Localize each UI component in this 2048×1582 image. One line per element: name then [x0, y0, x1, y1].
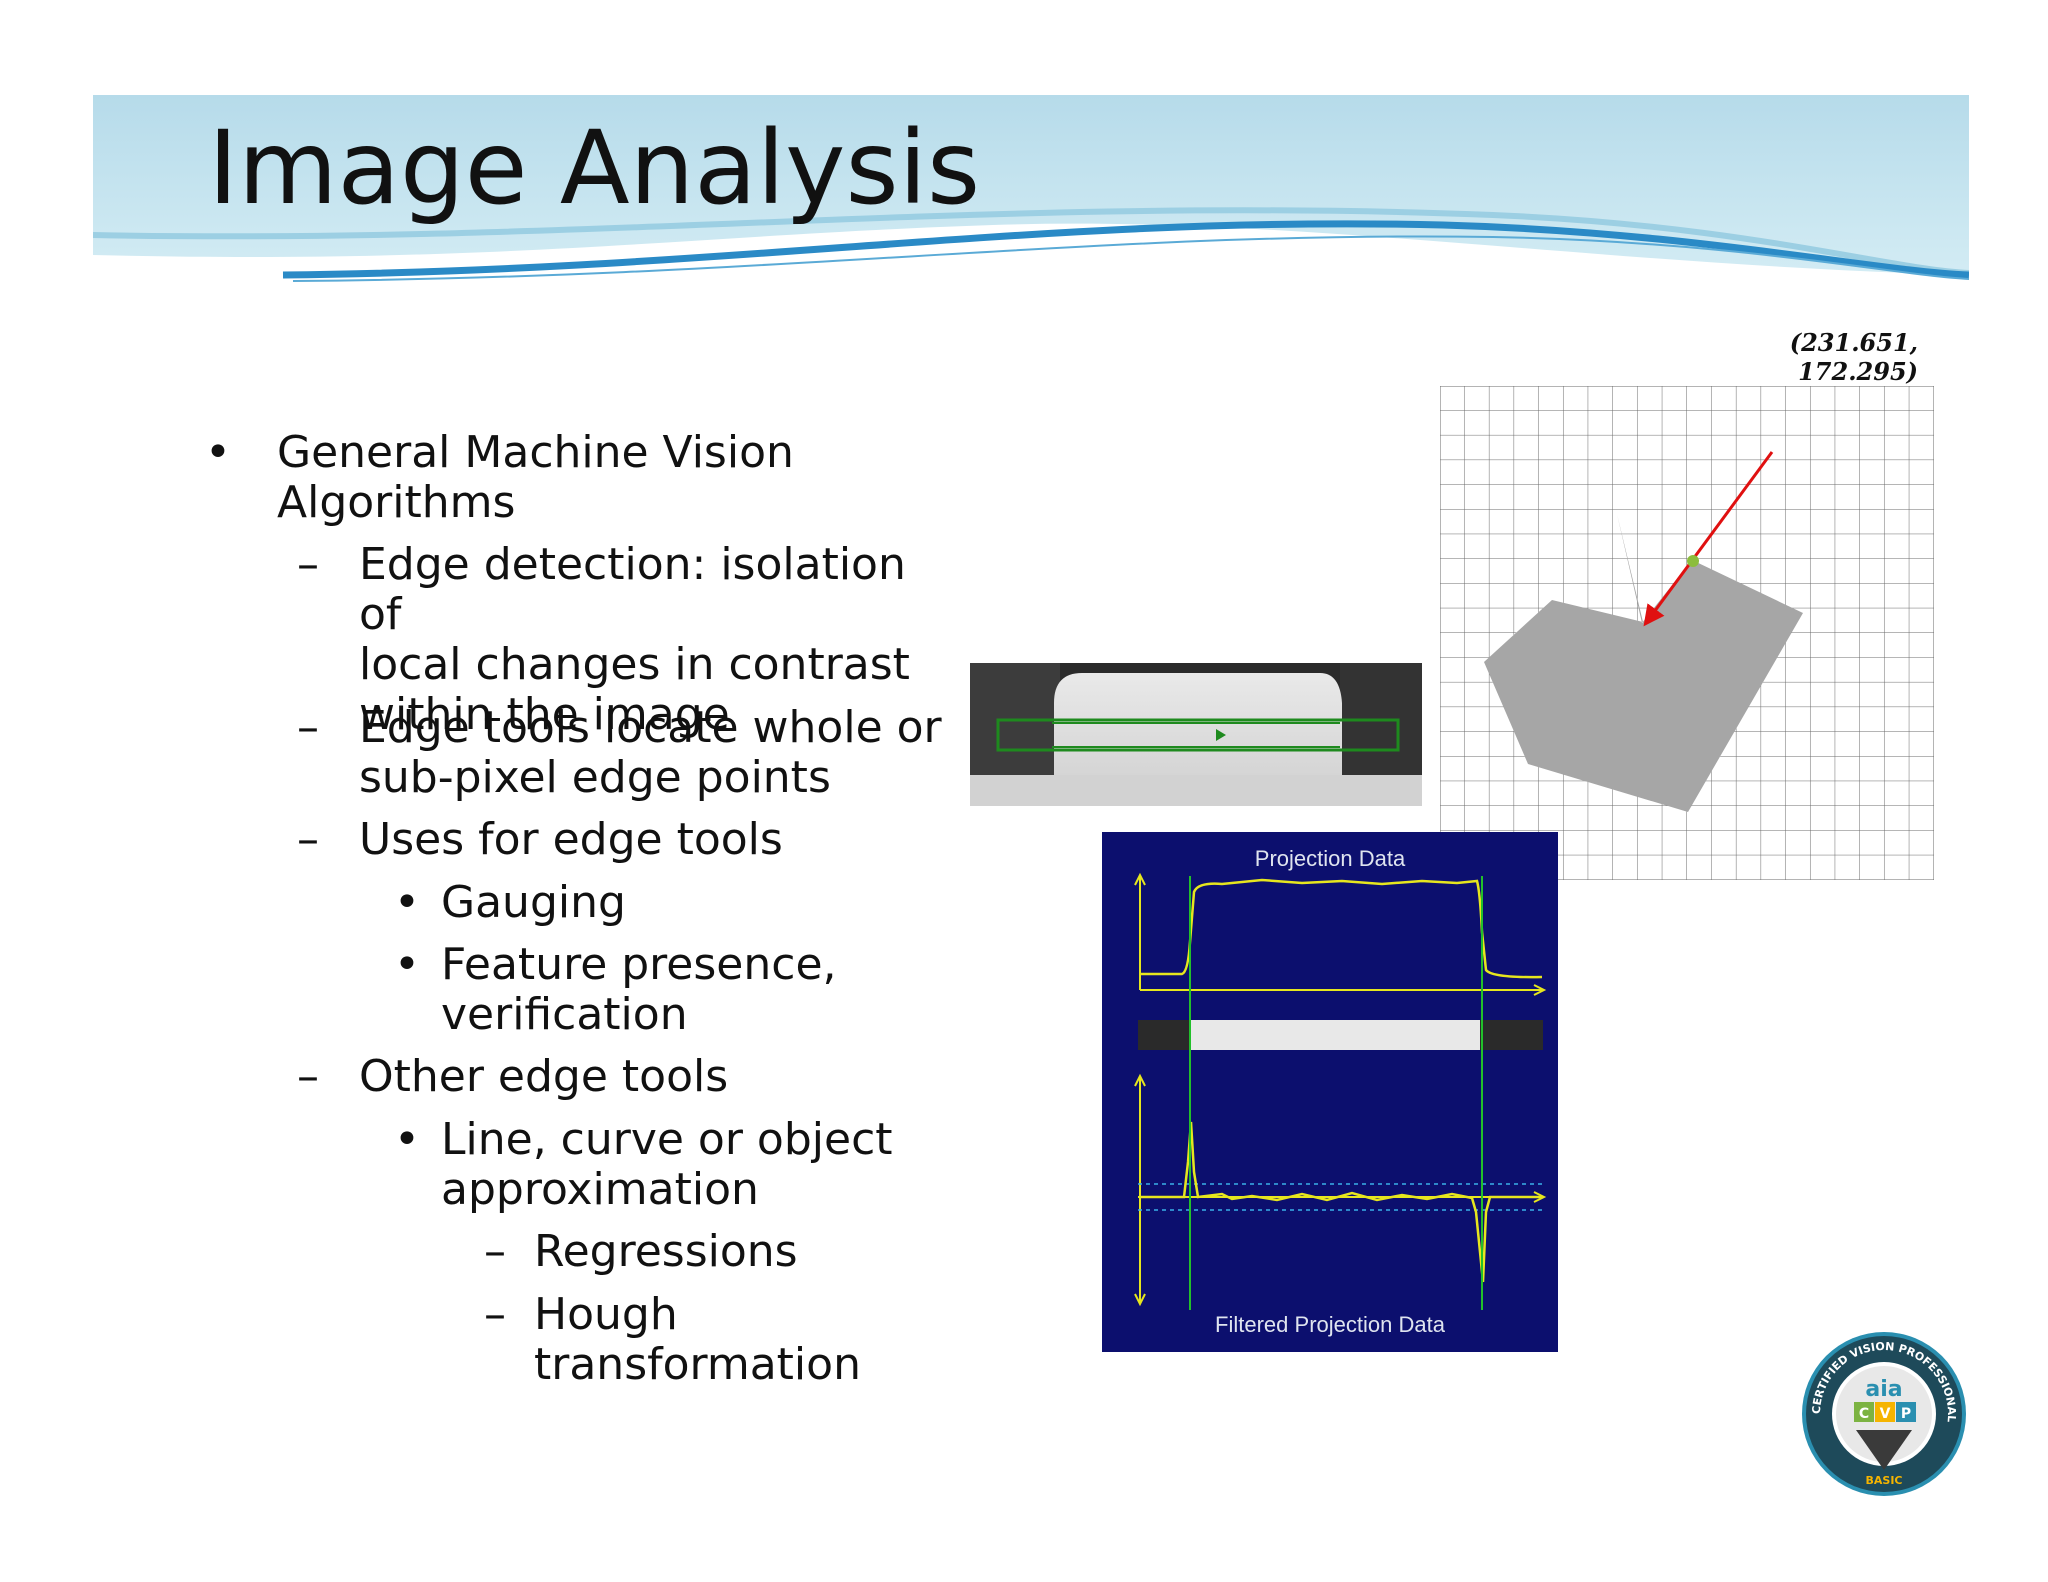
- gray-polygon: [1484, 514, 1803, 812]
- bullet-marker: •: [394, 939, 420, 990]
- header-wave: [93, 207, 1969, 276]
- dash-marker: –: [297, 814, 319, 865]
- bullet-marker: •: [394, 1114, 420, 1165]
- projection-panel: Projection Data Filtered Projection Data: [1102, 832, 1558, 1352]
- bullet-l3-line-curve: Line, curve or object approximation: [441, 1114, 893, 1215]
- edge-tool-direction-icon: [1216, 729, 1226, 741]
- grid-polygon-figure: [1440, 386, 1934, 880]
- filtered-projection-title: Filtered Projection Data: [1215, 1312, 1445, 1337]
- bullet-l2-edge-tools: Edge tools locate whole or sub-pixel edg…: [359, 702, 942, 803]
- dash-marker: –: [297, 1051, 319, 1102]
- bullet-l3-gauging: Gauging: [441, 877, 626, 928]
- projection-trace: [1140, 878, 1543, 979]
- bullet-l1: General Machine Vision Algorithms: [277, 427, 794, 528]
- badge-letter-c: C: [1859, 1406, 1869, 1422]
- badge-level: BASIC: [1866, 1474, 1903, 1487]
- badge-brand: aia: [1865, 1377, 1902, 1402]
- cvp-badge-logo: CERTIFIED VISION PROFESSIONAL aia C V P …: [1802, 1332, 1966, 1496]
- bullet-l2-edge-detection: Edge detection: isolation of local chang…: [359, 539, 910, 740]
- bullet-marker: •: [394, 877, 420, 928]
- edge-tool-box: [996, 718, 1400, 752]
- dash-marker: –: [297, 539, 319, 590]
- dash-marker: –: [297, 702, 319, 753]
- slide-title: Image Analysis: [208, 109, 981, 228]
- dash-marker: –: [484, 1289, 506, 1340]
- part-image: [970, 663, 1422, 806]
- coordinate-readout: (231.651, 172.295): [1789, 328, 1918, 386]
- header-band: [93, 95, 1969, 282]
- bullet-l2-other: Other edge tools: [359, 1051, 729, 1102]
- edge-point: [1687, 555, 1699, 567]
- projection-title: Projection Data: [1254, 846, 1406, 871]
- bullet-l4-hough: Hough transformation: [534, 1289, 861, 1390]
- filtered-trace: [1140, 1121, 1542, 1283]
- bullet-marker: •: [205, 427, 231, 478]
- bullet-l2-uses: Uses for edge tools: [359, 814, 783, 865]
- badge-letter-p: P: [1901, 1406, 1911, 1422]
- measure-arrow: [1643, 451, 1774, 627]
- projection-plot: [1134, 872, 1547, 1310]
- bullet-l3-feature: Feature presence, verification: [441, 939, 837, 1040]
- badge-letter-v: V: [1880, 1406, 1891, 1422]
- dash-marker: –: [484, 1226, 506, 1277]
- bullet-l4-regressions: Regressions: [534, 1226, 798, 1277]
- bullet-list: • General Machine Vision Algorithms – Ed…: [0, 0, 960, 1582]
